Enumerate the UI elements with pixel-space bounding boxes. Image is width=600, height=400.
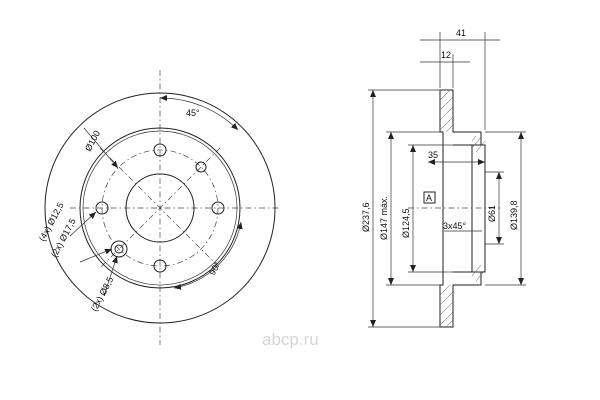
- datum-label: A: [426, 193, 432, 203]
- width-total-label: 41: [456, 28, 466, 38]
- outer-diameter-label: Ø237,6: [361, 202, 371, 232]
- locating-hole-upper-right: [195, 161, 207, 173]
- hat-diameter-label: Ø139,8: [509, 200, 519, 230]
- angle-45-arc: [159, 94, 239, 131]
- datum-box: [423, 191, 436, 204]
- pitch-circle: [101, 149, 219, 267]
- pcd-leader: [83, 127, 119, 169]
- braking-max-label: Ø147 máx.: [379, 196, 389, 240]
- watermark-text: abcp.ru: [262, 330, 319, 349]
- disc-section-outline: [439, 89, 486, 328]
- hatching-hat: [471, 135, 486, 282]
- front-view: 45° 90° Ø100 (4x) Ø12,5 (2x) Ø17,5 (2x) …: [37, 70, 280, 345]
- diagonal-centerline-2: [99, 147, 221, 269]
- angle-90-label: 90°: [207, 260, 223, 277]
- hole-2x-large-leader: [79, 248, 113, 263]
- inner-diameter-label: Ø124,5: [401, 208, 411, 238]
- stud-hole-left: [95, 201, 109, 215]
- stud-hole-bottom: [153, 259, 167, 273]
- hat-outer-edge: [82, 130, 238, 286]
- chamfer-label: 3x45°: [443, 221, 467, 231]
- stud-hole-right: [211, 201, 225, 215]
- width-hat-label: 12: [441, 50, 451, 60]
- depth-label: 35: [428, 150, 438, 160]
- pcd-label: Ø100: [83, 129, 102, 153]
- center-bore: [125, 173, 195, 243]
- bore-label: Ø61: [487, 205, 497, 222]
- hatching-lower: [439, 284, 454, 328]
- locating-hole-lower-left-inner: [114, 244, 124, 254]
- hole-4x-leader: [69, 211, 97, 237]
- disc-outer-edge: [44, 92, 276, 324]
- angle-45-label: 45°: [186, 108, 200, 118]
- hatching-upper: [439, 89, 454, 133]
- stud-hole-top: [153, 143, 167, 157]
- side-view: 41 12 35 A 3x45° Ø237,6 Ø147 máx. Ø124,5: [361, 28, 526, 328]
- angle-90-arc: [173, 221, 243, 290]
- hole-2x-small-leader: [103, 255, 118, 297]
